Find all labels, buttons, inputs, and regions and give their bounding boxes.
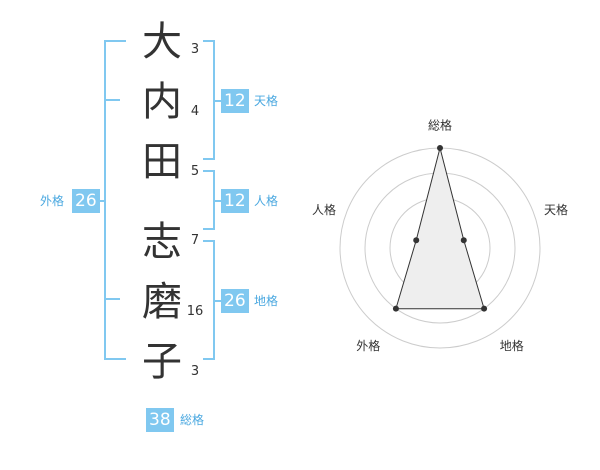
chikaku-badge: 26 — [221, 289, 249, 313]
stroke-count-3: 5 — [190, 164, 200, 179]
name-char-1: 大 — [142, 19, 182, 65]
radar-axis-label: 人格 — [312, 202, 336, 217]
radar-axis-label: 地格 — [500, 338, 524, 353]
gaikaku-bracket-pointer — [98, 200, 106, 202]
radar-point — [460, 237, 467, 244]
tenkaku-bracket-pointer — [213, 100, 221, 102]
name-char-2: 内 — [142, 79, 182, 125]
radar-axis-label: 総格 — [428, 118, 452, 133]
jinkaku-label: 人格 — [254, 194, 279, 208]
radar-axis-label: 天格 — [544, 202, 568, 217]
radar-point — [437, 145, 443, 151]
stroke-count-6: 3 — [190, 364, 200, 379]
radar-axis-label: 外格 — [356, 338, 380, 353]
tenkaku-label: 天格 — [254, 94, 279, 108]
jinkaku-badge: 12 — [221, 189, 249, 213]
tenkaku-badge: 12 — [221, 89, 249, 113]
soukaku-label: 総格 — [180, 413, 205, 427]
radar-point — [392, 305, 399, 312]
gaikaku-bracket — [104, 40, 126, 360]
gaikaku-bracket-tick-1 — [104, 99, 120, 101]
gaikaku-badge: 26 — [72, 189, 100, 213]
name-char-5: 磨 — [142, 279, 182, 325]
chikaku-label: 地格 — [254, 294, 279, 308]
radar-point — [413, 237, 420, 244]
stroke-count-4: 7 — [190, 233, 200, 248]
gaikaku-bracket-tick-2 — [104, 298, 120, 300]
radar-point — [481, 305, 488, 312]
stroke-count-2: 4 — [190, 104, 200, 119]
chikaku-bracket-pointer — [213, 300, 221, 302]
stroke-count-5: 16 — [186, 304, 204, 319]
gaikaku-label: 外格 — [40, 194, 65, 208]
stroke-count-1: 3 — [190, 42, 200, 57]
radar-area — [395, 147, 485, 310]
name-char-6: 子 — [142, 339, 182, 385]
name-char-3: 田 — [142, 139, 182, 185]
name-char-4: 志 — [142, 219, 182, 265]
soukaku-badge: 38 — [146, 408, 174, 432]
jinkaku-bracket-pointer — [213, 200, 221, 202]
